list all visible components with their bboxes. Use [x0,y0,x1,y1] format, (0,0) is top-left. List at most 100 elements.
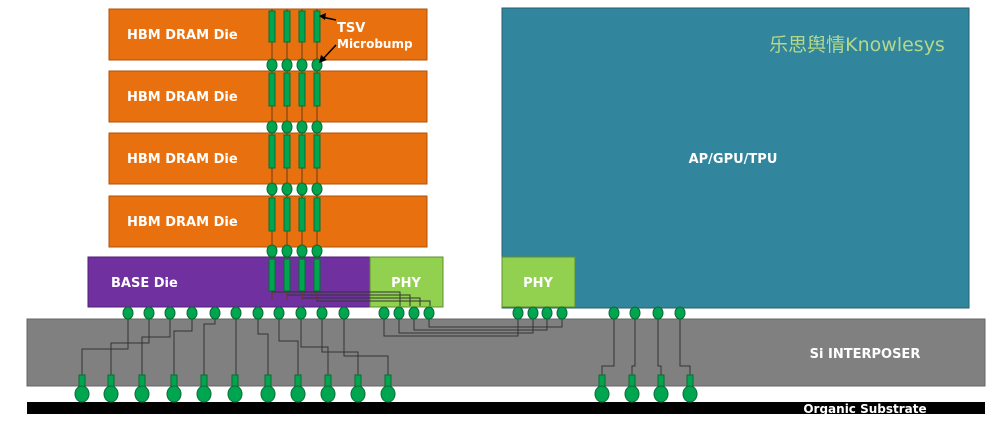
watermark: 乐思舆情Knowlesys [769,34,945,56]
tsv-pillar [313,197,321,232]
c4-bump [350,385,366,403]
tsv-pillar [313,134,321,169]
microbump [378,306,390,320]
bump-group [74,58,698,403]
processor-phy-label: PHY [523,276,553,291]
tsv-pillar [283,134,291,169]
tsv-pillar [268,197,276,232]
c4-pillar [138,374,146,388]
hbm-die-label: HBM DRAM Die [127,28,238,43]
microbump [252,306,264,320]
phy-link [413,318,548,331]
microbump [143,306,155,320]
hbm-stack: HBM DRAM Die HBM DRAM Die HBM DRAM Die H… [108,8,428,248]
c4-bump [103,385,119,403]
tsv-pillar [298,258,306,292]
tsv-pillar [298,72,306,107]
tsv-pillar [283,197,291,232]
c4-pillar [657,374,665,388]
microbump [541,306,553,320]
c4-bump [196,385,212,403]
interposer-route [343,318,389,384]
microbump [296,58,308,72]
substrate-label: Organic Substrate [803,402,926,416]
c4-pillar [294,374,302,388]
microbump [629,306,641,320]
c4-pillar [200,374,208,388]
c4-bump [594,385,610,403]
interposer-route [81,318,129,384]
c4-pillar [78,374,86,388]
microbump [281,244,293,258]
microbump [273,306,285,320]
microbump-arrow-head [319,55,327,63]
interposer-route [321,318,359,384]
tsv-pillar [313,258,321,292]
microbump [295,306,307,320]
hbm-phy-label: PHY [391,276,421,291]
microbump [311,182,323,196]
microbump [186,306,198,320]
microbump-annotation: Microbump [337,37,413,51]
c4-pillar [354,374,362,388]
microbump [311,244,323,258]
interposer-route [300,318,329,384]
microbump [296,120,308,134]
interposer-route [141,318,171,384]
interposer-route [110,318,150,384]
phy-link [398,318,534,334]
organic-substrate [27,402,985,414]
microbump [266,182,278,196]
tsv-pillar [313,10,321,43]
microbump [652,306,664,320]
c4-bump [624,385,640,403]
c4-bump [320,385,336,403]
c4-pillar [686,374,694,388]
c4-pillar [264,374,272,388]
microbump [408,306,420,320]
processor-label: AP/GPU/TPU [689,152,778,167]
tsv-pillar [313,72,321,107]
interposer-route [257,318,269,384]
microbump [281,120,293,134]
tsv-pillar [298,134,306,169]
microbump [338,306,350,320]
c4-bump [227,385,243,403]
c4-bump [260,385,276,403]
c4-bump [74,385,90,403]
tsv-pillar [298,10,306,43]
hbm-dram-die [108,132,428,185]
interposer-route [203,318,216,384]
tsv-pillar [283,258,291,292]
c4-pillar [107,374,115,388]
tsv-pillar [268,10,276,43]
c4-pillar [170,374,178,388]
processor-phy [501,256,576,308]
tsv-pillar [283,72,291,107]
microbump [512,306,524,320]
microbump [556,306,568,320]
microbump [608,306,620,320]
tsv-pillar [283,10,291,43]
microbump [527,306,539,320]
interposer-route [173,318,193,384]
base-die-label: BASE Die [111,276,178,291]
hbm-dram-die [108,8,428,61]
microbump [266,244,278,258]
c4-bump [653,385,669,403]
microbump [266,120,278,134]
hbm-die-label: HBM DRAM Die [127,215,238,230]
microbump [296,244,308,258]
c4-bump [380,385,396,403]
c4-pillar [324,374,332,388]
hbm-phy [369,256,444,308]
tsv-arrow-head [319,13,326,20]
microbump [266,58,278,72]
c4-bump [682,385,698,403]
c4-pillar [231,374,239,388]
microbump [393,306,405,320]
microbump [209,306,221,320]
tsv-group [268,9,321,300]
c4-pillar [384,374,392,388]
